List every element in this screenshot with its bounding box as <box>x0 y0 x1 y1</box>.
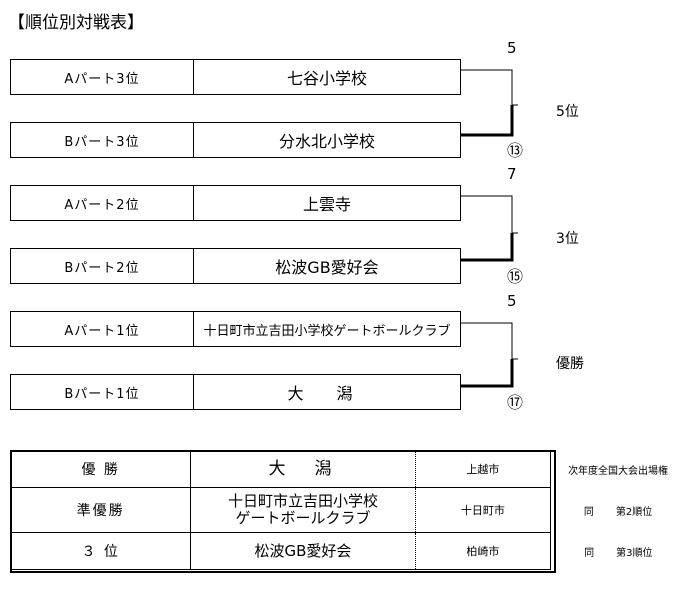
match-2-game-number: ⑮ <box>507 267 524 286</box>
bracket-2-top-line <box>461 195 513 233</box>
match-1-bottom-row: Bパート3位 分水北小学校 <box>10 122 461 158</box>
standing-2-team-line2: ゲートボールクラブ <box>235 509 371 527</box>
match-2-score: 7 <box>507 165 517 183</box>
standing-2-note-prefix: 同 <box>583 506 594 518</box>
bracket-1-bottom-line <box>461 105 514 137</box>
match-3-top-row: Aパート1位 十日町市立吉田小学校ゲートボールクラブ <box>10 311 461 347</box>
standing-2-city: 十日町市 <box>414 487 552 533</box>
standing-2-note: 第2順位 <box>615 506 653 518</box>
match-2-result: 3位 <box>556 231 579 247</box>
bracket-3-top-line <box>461 322 513 359</box>
match-3-top-part: Aパート1位 <box>11 312 194 346</box>
match-2-top-part: Aパート2位 <box>11 186 194 220</box>
bracket-2-bottom-line <box>461 233 514 262</box>
match-3-bottom-row: Bパート1位 大 潟 <box>10 374 461 410</box>
standing-3-city: 柏崎市 <box>414 532 552 570</box>
match-3-game-number: ⑰ <box>507 393 524 412</box>
match-1-game-number: ⑬ <box>507 141 524 160</box>
standing-3-rank: ３ 位 <box>9 532 192 570</box>
match-1-top-team: 七谷小学校 <box>286 69 367 88</box>
match-1-score: 5 <box>507 39 517 57</box>
match-1-top-row: Aパート3位 七谷小学校 <box>10 59 461 95</box>
standing-2-note-cell: 同 第2順位 <box>551 488 686 533</box>
standing-1-city: 上越市 <box>414 450 552 488</box>
match-1-bottom-team: 分水北小学校 <box>278 132 375 151</box>
standing-1-rank: 優 勝 <box>9 450 192 488</box>
match-3-bottom-team: 大 潟 <box>287 384 367 403</box>
standing-3-note: 第3順位 <box>616 547 653 559</box>
standing-row-3: ３ 位 松波GB愛好会 柏崎市 同 第3順位 <box>9 532 686 570</box>
bracket-3-bottom-line <box>461 359 514 388</box>
standing-2-team: 十日町市立吉田小学校 ゲートボールクラブ <box>190 487 416 533</box>
bracket-1-top-line <box>461 69 513 105</box>
match-3-score: 5 <box>507 292 517 310</box>
match-2-bottom-team: 松波GB愛好会 <box>275 258 379 277</box>
match-1-result: 5位 <box>556 104 579 120</box>
match-3-result: 優勝 <box>556 356 584 372</box>
match-1-top-part: Aパート3位 <box>11 60 194 94</box>
match-2-bottom-row: Bパート2位 松波GB愛好会 <box>10 248 461 284</box>
match-1-bottom-part: Bパート3位 <box>11 123 194 157</box>
page-title: 【順位別対戦表】 <box>8 13 144 33</box>
standing-2-rank: 準優勝 <box>9 487 192 533</box>
match-2-bottom-part: Bパート2位 <box>11 249 194 283</box>
standing-2-team-line1: 十日町市立吉田小学校 <box>227 492 378 510</box>
match-2-top-team: 上雲寺 <box>302 195 351 214</box>
match-2-top-row: Aパート2位 上雲寺 <box>10 185 461 221</box>
standing-1-team: 大 潟 <box>190 450 416 488</box>
standing-3-note-cell: 同 第3順位 <box>551 533 686 570</box>
match-3-top-team: 十日町市立吉田小学校ゲートボールクラブ <box>203 323 451 339</box>
standing-row-1: 優 勝 大 潟 上越市 次年度全国大会出場権 <box>9 450 686 488</box>
standing-row-2: 準優勝 十日町市立吉田小学校 ゲートボールクラブ 十日町市 同 第2順位 <box>9 487 686 533</box>
bracket-lines <box>461 69 518 388</box>
standing-3-note-prefix: 同 <box>584 547 595 559</box>
final-standings-table: 優 勝 大 潟 上越市 次年度全国大会出場権 準優勝 十日町市立吉田小学校 ゲー… <box>9 450 686 570</box>
standing-3-team: 松波GB愛好会 <box>190 532 416 570</box>
standing-1-note: 次年度全国大会出場権 <box>568 465 669 477</box>
match-3-bottom-part: Bパート1位 <box>11 375 194 409</box>
